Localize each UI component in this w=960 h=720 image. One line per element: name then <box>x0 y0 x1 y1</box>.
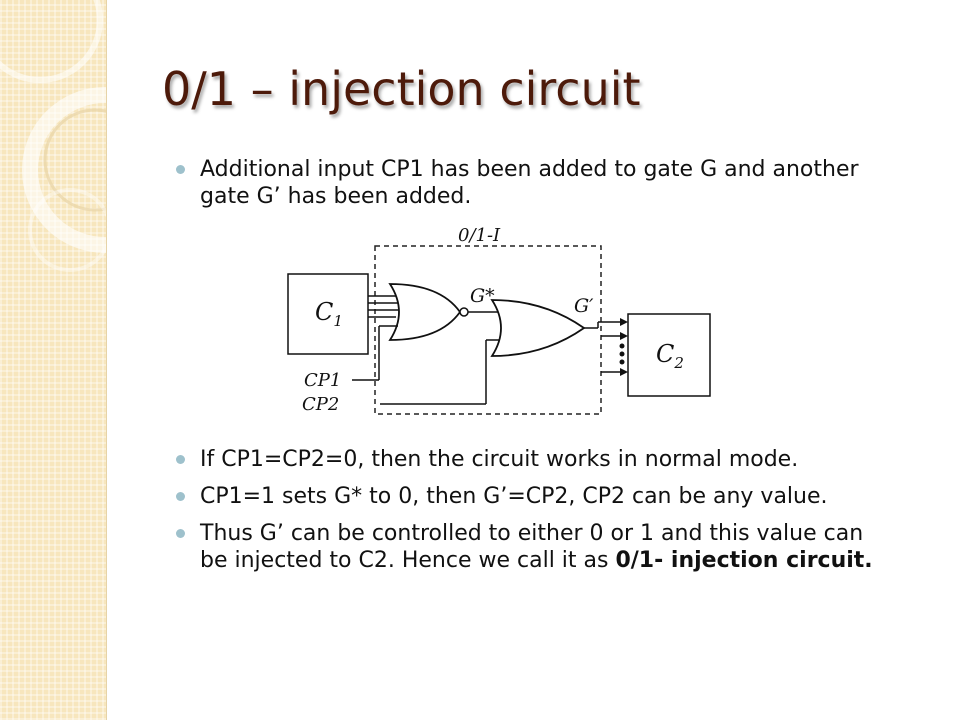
box-label: 0/1-I <box>458 225 501 246</box>
bullet-text: Thus G’ can be controlled to either 0 or… <box>200 521 864 573</box>
ellipsis-dot <box>619 351 625 357</box>
nor-gate-g-star <box>388 283 462 341</box>
g-star-label: G* <box>470 285 495 307</box>
ellipsis-dot <box>619 359 625 365</box>
bullet-item: CP1=1 sets G* to 0, then G’=CP2, CP2 can… <box>176 483 876 510</box>
cp2-label: CP2 <box>302 394 339 415</box>
decorative-sidebar <box>0 0 107 720</box>
bullet-bold-text: 0/1- injection circuit. <box>615 548 873 573</box>
bullet-text: Additional input CP1 has been added to g… <box>200 157 859 209</box>
c2-block <box>627 313 711 397</box>
injection-circuit-diagram: 0/1-I C1 G* CP1 G′ CP2 C2 <box>287 225 711 415</box>
or-gate-g-prime <box>490 299 586 357</box>
arrow-head <box>620 332 628 340</box>
bullet-list: Additional input CP1 has been added to g… <box>176 156 876 574</box>
arrow-head <box>620 368 628 376</box>
bullet-item: Additional input CP1 has been added to g… <box>176 156 876 210</box>
inverter-bubble <box>459 307 469 317</box>
bullet-text: If CP1=CP2=0, then the circuit works in … <box>200 447 799 472</box>
c1-block <box>287 273 369 355</box>
cp1-label: CP1 <box>304 370 341 391</box>
bullet-item: Thus G’ can be controlled to either 0 or… <box>176 520 876 574</box>
bullet-item: If CP1=CP2=0, then the circuit works in … <box>176 446 876 473</box>
ellipsis-dot <box>619 343 625 349</box>
g-prime-label: G′ <box>574 295 594 317</box>
arrow-head <box>620 318 628 326</box>
c1-label: C1 <box>315 298 343 330</box>
c2-label: C2 <box>656 340 684 372</box>
slide-title: 0/1 – injection circuit <box>162 62 641 116</box>
bullet-text: CP1=1 sets G* to 0, then G’=CP2, CP2 can… <box>200 484 828 509</box>
dashed-box <box>374 245 602 415</box>
decorative-circles <box>0 0 106 272</box>
